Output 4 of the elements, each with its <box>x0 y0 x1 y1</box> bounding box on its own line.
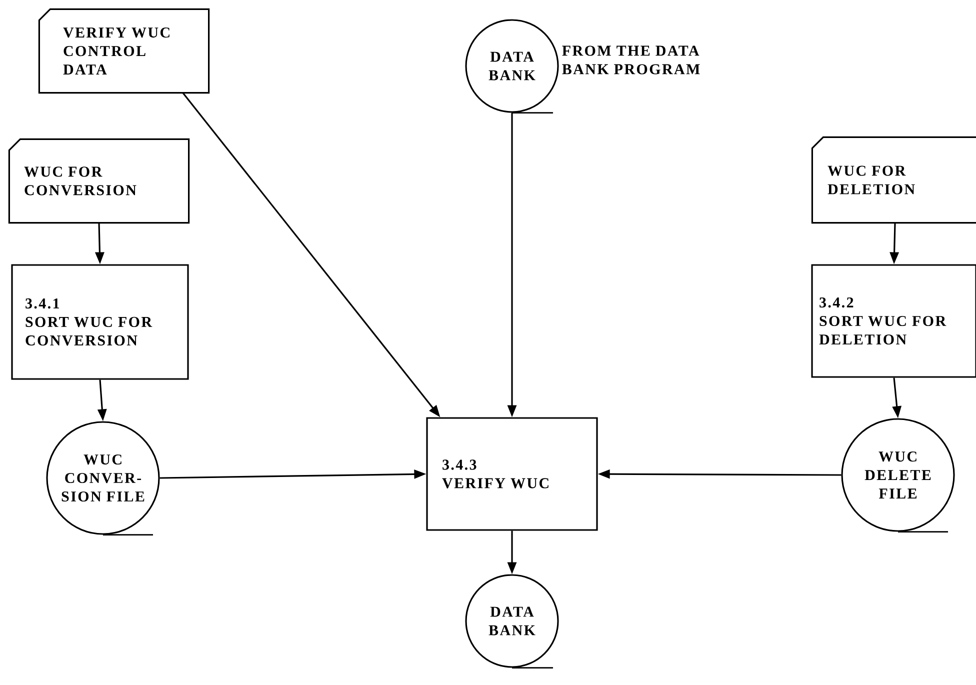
process-box: 3.4.3 VERIFY WUC <box>426 417 598 531</box>
process-box: 3.4.2 SORT WUC FOR DELETION <box>811 264 976 378</box>
process-box: 3.4.1 SORT WUC FOR CONVERSION <box>11 264 189 380</box>
node-caption: FROM THE DATA BANK PROGRAM <box>562 46 700 74</box>
